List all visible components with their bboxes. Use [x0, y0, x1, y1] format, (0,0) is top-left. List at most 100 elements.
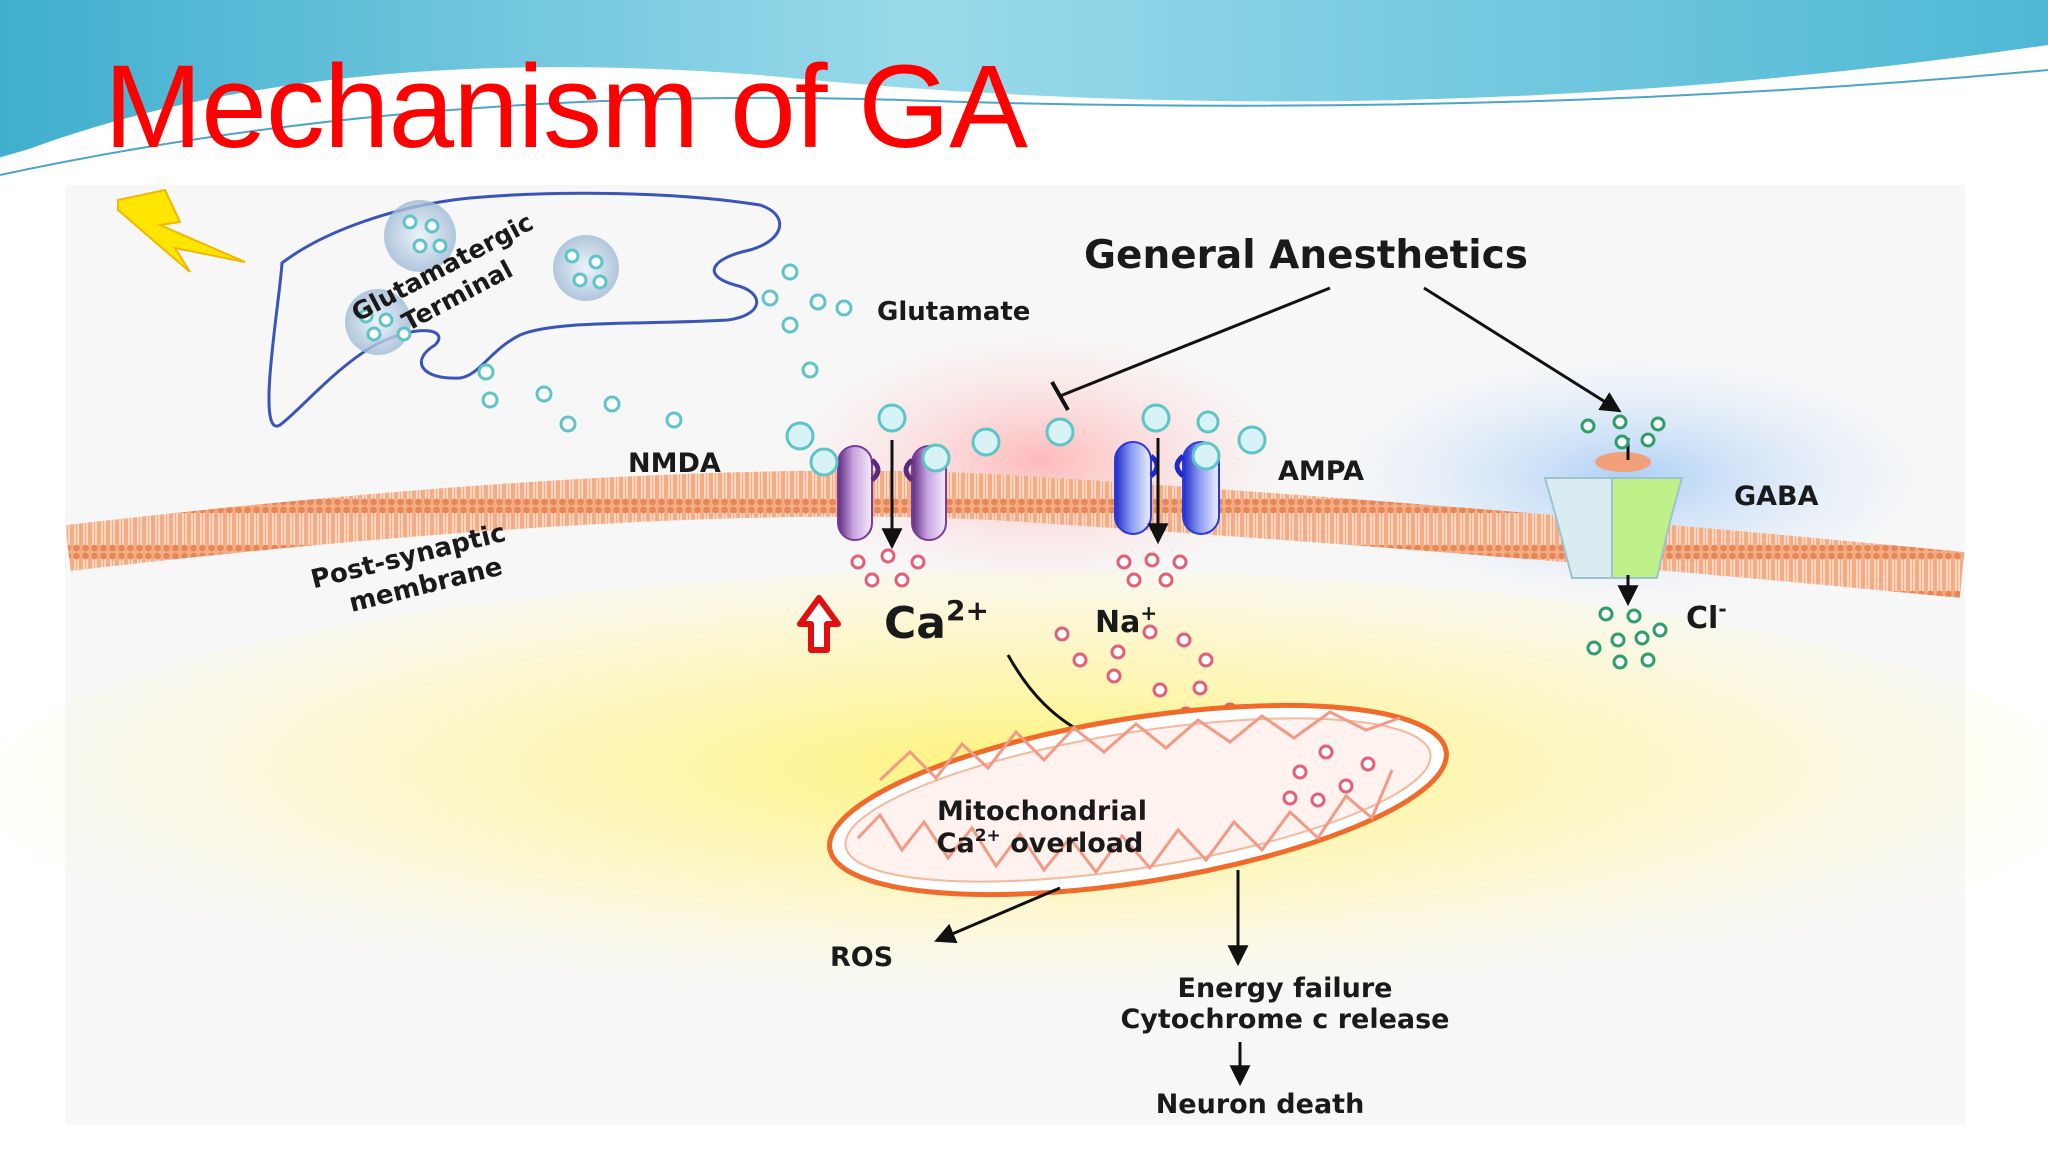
glutamate-ion [1045, 417, 1075, 447]
glutamate-ion [402, 214, 418, 230]
mitochondrion [827, 702, 1449, 898]
glutamate-ion [761, 289, 779, 307]
cation-ion [1142, 624, 1158, 640]
chloride-ion [1586, 640, 1602, 656]
chloride-ions [1580, 414, 1668, 670]
chloride-ion [1626, 608, 1642, 624]
sodium-ion-label: Na+ [1095, 601, 1157, 640]
cation-ion [1310, 792, 1326, 808]
glutamate-ion [481, 391, 499, 409]
cation-ion [1110, 644, 1126, 660]
glutamate-ion [801, 361, 819, 379]
glutamate-ion [1237, 425, 1267, 455]
chloride-ion [1652, 622, 1668, 638]
glutamate-ion [396, 326, 412, 342]
chloride-ion [1634, 630, 1650, 646]
glutamate-ion [781, 263, 799, 281]
cation-ion [1318, 744, 1334, 760]
glutamate-ion [971, 427, 1001, 457]
glutamate-ion [535, 385, 553, 403]
cation-ion [864, 572, 880, 588]
cation-ion [1126, 572, 1142, 588]
cation-ion [1338, 778, 1354, 794]
inhibition-bar [1050, 381, 1070, 411]
potentiation-arrow [1423, 286, 1622, 413]
chloride-ion [1650, 416, 1666, 432]
chloride-ion [1640, 652, 1656, 668]
ros-arrow [934, 886, 1061, 944]
glutamate-ion [378, 312, 394, 328]
glutamate-ion [592, 274, 608, 290]
mitochondrial-calcium-ions [1282, 744, 1376, 808]
cation-ion [910, 554, 926, 570]
glutamate-ion [785, 421, 815, 451]
cation-ion [1152, 682, 1168, 698]
cation-ion [1198, 652, 1214, 668]
cation-ion [1144, 552, 1160, 568]
glutamate-ion [1196, 410, 1220, 434]
glutamate-ion [835, 299, 853, 317]
terminal-glutamate-ions [358, 214, 608, 342]
neuron-death-label: Neuron death [1156, 1089, 1365, 1120]
ros-label: ROS [830, 942, 893, 973]
glutamate-ion [358, 308, 374, 324]
cation-ion [880, 548, 896, 564]
cation-ion [1192, 680, 1208, 696]
chloride-ion [1614, 434, 1630, 450]
glutamate-ion [1191, 441, 1221, 471]
cation-ion [894, 572, 910, 588]
inhibition-arrow [1059, 286, 1331, 398]
energy-failure-label: Energy failure [1178, 973, 1393, 1004]
cation-ion [1292, 764, 1308, 780]
glutamate-ions [477, 263, 853, 433]
glutamatergic-terminal [267, 191, 782, 428]
glutamate-ion [564, 248, 580, 264]
glutamate-ion [921, 443, 951, 473]
glutamate-ion [588, 254, 604, 270]
glutamate-ion [877, 403, 907, 433]
ampa-receptor [1114, 438, 1220, 545]
slide-title: Mechanism of GA [104, 41, 1028, 173]
calcium-overload-label: Ca2+ overload [937, 826, 1144, 859]
cytochrome-release-label: Cytochrome c release [1120, 1004, 1449, 1035]
cation-ion [1172, 554, 1188, 570]
general-anesthetics-label: General Anesthetics [1084, 233, 1528, 278]
chloride-ion-label: Cl- [1686, 597, 1727, 636]
cation-ion [1116, 554, 1132, 570]
glutamate-ion [424, 218, 440, 234]
nmda-label: NMDA [628, 448, 721, 479]
gaba-label: GABA [1734, 481, 1819, 512]
chloride-ion [1610, 632, 1626, 648]
glutamate-ion [559, 415, 577, 433]
mitochondrial-label: Mitochondrial [937, 796, 1147, 827]
calcium-influx-arrow [797, 595, 841, 653]
chloride-ion [1612, 654, 1628, 670]
chloride-ion [1580, 418, 1596, 434]
glutamate-ion [809, 293, 827, 311]
cation-ion [1282, 790, 1298, 806]
glutamate-ion [781, 316, 799, 334]
receptor-bound-glutamate [785, 403, 1267, 477]
cation-ion [1360, 756, 1376, 772]
calcium-ion-label: Ca2+ [884, 594, 989, 649]
glutamate-ion [432, 238, 448, 254]
cation-ion [1106, 668, 1122, 684]
chloride-ion [1598, 606, 1614, 622]
cation-ion [850, 554, 866, 570]
glutamate-ion [477, 363, 495, 381]
glutamate-ion [572, 272, 588, 288]
glutamate-label: Glutamate [877, 297, 1030, 327]
glutamate-ion [665, 411, 683, 429]
ampa-label: AMPA [1278, 456, 1364, 487]
header-banner [0, 0, 2048, 176]
chloride-ion [1640, 432, 1656, 448]
glutamate-ion [412, 238, 428, 254]
glutamate-ion [1141, 403, 1171, 433]
cation-ion [1158, 572, 1174, 588]
glutamate-ion [366, 326, 382, 342]
glutamate-ion [603, 395, 621, 413]
glutamate-ion [809, 447, 839, 477]
cation-ion [1072, 652, 1088, 668]
